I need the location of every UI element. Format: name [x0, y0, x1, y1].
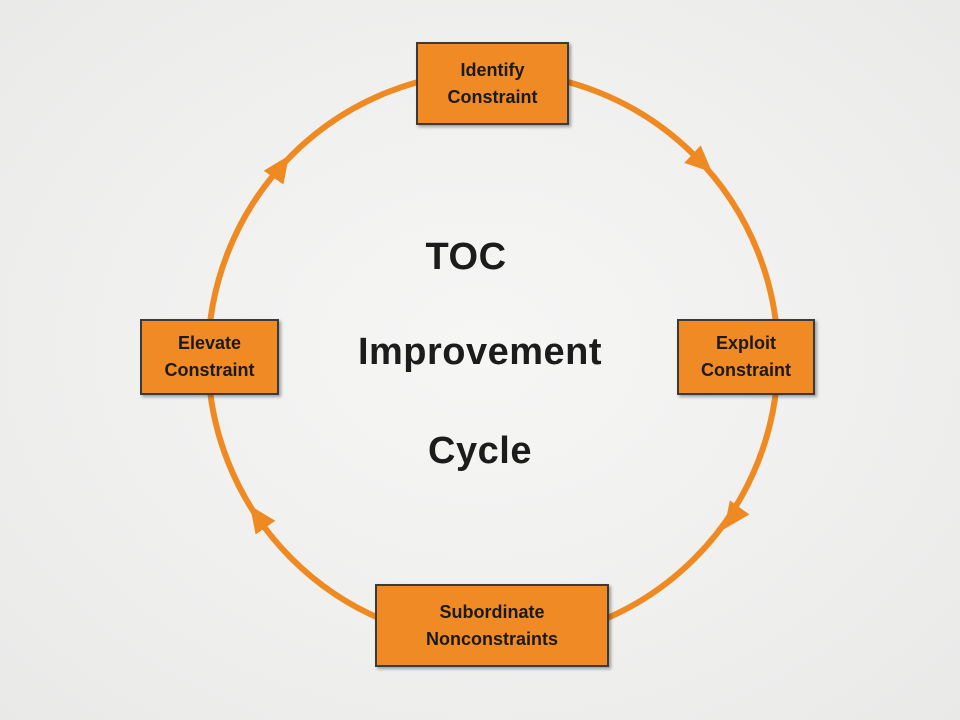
arrow-bottom-left-icon	[249, 505, 276, 535]
center-title-improvement: Improvement	[357, 331, 603, 373]
center-title-toc: TOC	[425, 236, 507, 278]
center-title-cycle: Cycle	[428, 430, 532, 472]
node-subordinate-nonconstraints: Subordinate Nonconstraints	[375, 584, 609, 667]
node-identify-constraint: Identify Constraint	[416, 42, 569, 125]
node-exploit-constraint: Exploit Constraint	[677, 319, 815, 395]
arrow-bottom-right-icon	[723, 500, 750, 530]
node-exploit-label: Exploit Constraint	[701, 333, 791, 380]
arrow-top-right-icon	[684, 145, 713, 173]
node-elevate-constraint: Elevate Constraint	[140, 319, 279, 395]
arrow-top-left-icon	[263, 155, 290, 185]
node-elevate-label: Elevate Constraint	[164, 333, 255, 380]
node-identify-label: Identify Constraint	[447, 59, 538, 107]
node-subordinate-label: Subordinate Nonconstraints	[425, 601, 558, 649]
